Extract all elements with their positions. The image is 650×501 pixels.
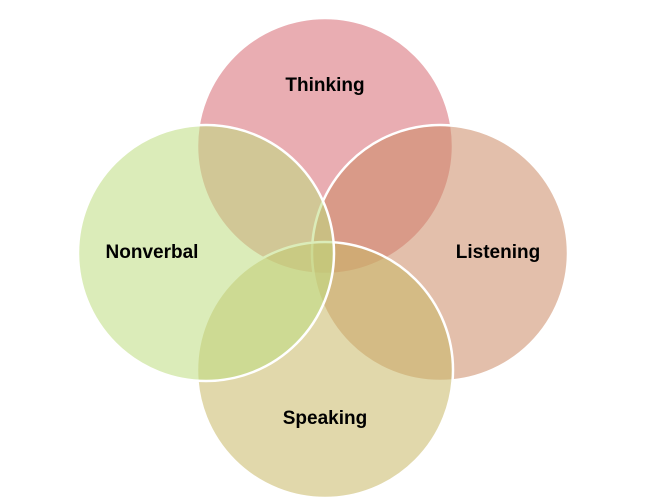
label-nonverbal: Nonverbal: [105, 242, 199, 263]
label-thinking: Thinking: [285, 75, 365, 96]
circle-nonverbal: [76, 123, 336, 383]
label-speaking: Speaking: [282, 408, 368, 429]
label-listening: Listening: [455, 242, 541, 263]
